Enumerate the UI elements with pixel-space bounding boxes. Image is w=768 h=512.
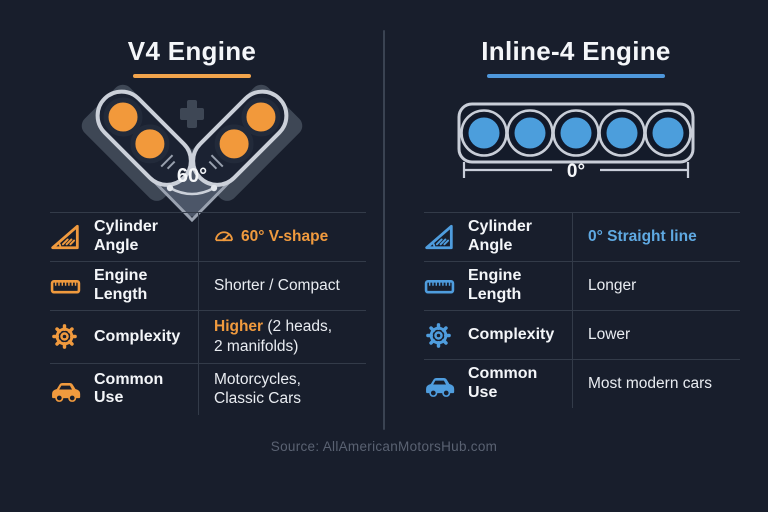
row-engine-length: Engine Length Longer (424, 261, 740, 310)
v4-angle-arc (169, 186, 215, 196)
row-label: Common Use (468, 365, 538, 401)
angle-icon (424, 223, 454, 251)
ruler-icon (424, 274, 455, 298)
row-complexity: Complexity Lower (424, 310, 740, 359)
gear-icon (50, 322, 79, 351)
vehicles-icon (50, 377, 81, 402)
row-complexity: Complexity Higher (2 heads, 2 manifolds) (50, 310, 366, 363)
spec-table-v4: Cylinder Angle 60° V-shape Engine Length… (50, 212, 366, 416)
row-cylinder-angle: Cylinder Angle 60° V-shape (50, 212, 366, 261)
panel-inline4: Inline-4 Engine 0° Cylinder Angle 0 (384, 0, 768, 512)
row-engine-length: Engine Length Shorter / Compact (50, 261, 366, 310)
gear-icon (424, 321, 453, 350)
row-label: Engine Length (468, 267, 522, 303)
car-icon (424, 372, 455, 397)
row-label: Cylinder Angle (94, 218, 159, 254)
row-value: Higher (2 heads, 2 manifolds) (214, 318, 333, 355)
row-label: Complexity (468, 325, 555, 343)
v4-left-bank (95, 89, 193, 187)
source-credit: Source: AllAmericanMotorsHub.com (270, 439, 498, 454)
row-common-use: Common Use Most modern cars (424, 359, 740, 408)
spec-table-inline4: Cylinder Angle 0° Straight line Engine L… (424, 212, 740, 408)
gauge-icon (214, 229, 234, 242)
inline4-engine-diagram: 0° (457, 102, 695, 182)
row-label: Engine Length (94, 267, 148, 303)
title-underline-v4 (133, 74, 251, 78)
row-value: Most modern cars (588, 375, 713, 393)
v4-engine-diagram: 60° (81, 84, 303, 222)
angle-icon (50, 223, 80, 251)
v4-right-bank (191, 89, 289, 187)
panel-title-inline4: Inline-4 Engine (481, 36, 671, 66)
row-label: Common Use (94, 370, 164, 407)
row-value: 60° V-shape (214, 227, 328, 247)
panel-title-v4: V4 Engine (127, 36, 257, 66)
ruler-icon (50, 274, 81, 298)
row-value: Longer (588, 277, 637, 295)
inline4-angle-label: 0° (567, 161, 585, 182)
row-cylinder-angle: Cylinder Angle 0° Straight line (424, 212, 740, 261)
row-value: 0° Straight line (588, 228, 697, 246)
center-divider (383, 30, 385, 430)
panel-v4: V4 Engine (50, 36, 366, 416)
inline4-measure-line (462, 162, 690, 178)
row-common-use: Common Use Motorcycles, Classic Cars (50, 362, 366, 416)
row-label: Complexity (94, 327, 181, 345)
row-value: Shorter / Compact (214, 277, 340, 295)
row-label: Cylinder Angle (468, 218, 533, 254)
title-underline-inline4 (487, 74, 665, 78)
v4-angle-label: 60° (177, 165, 207, 187)
row-value: Lower (588, 326, 631, 344)
inline4-cylinders (460, 109, 692, 157)
row-value: Motorcycles, Classic Cars (214, 370, 301, 408)
